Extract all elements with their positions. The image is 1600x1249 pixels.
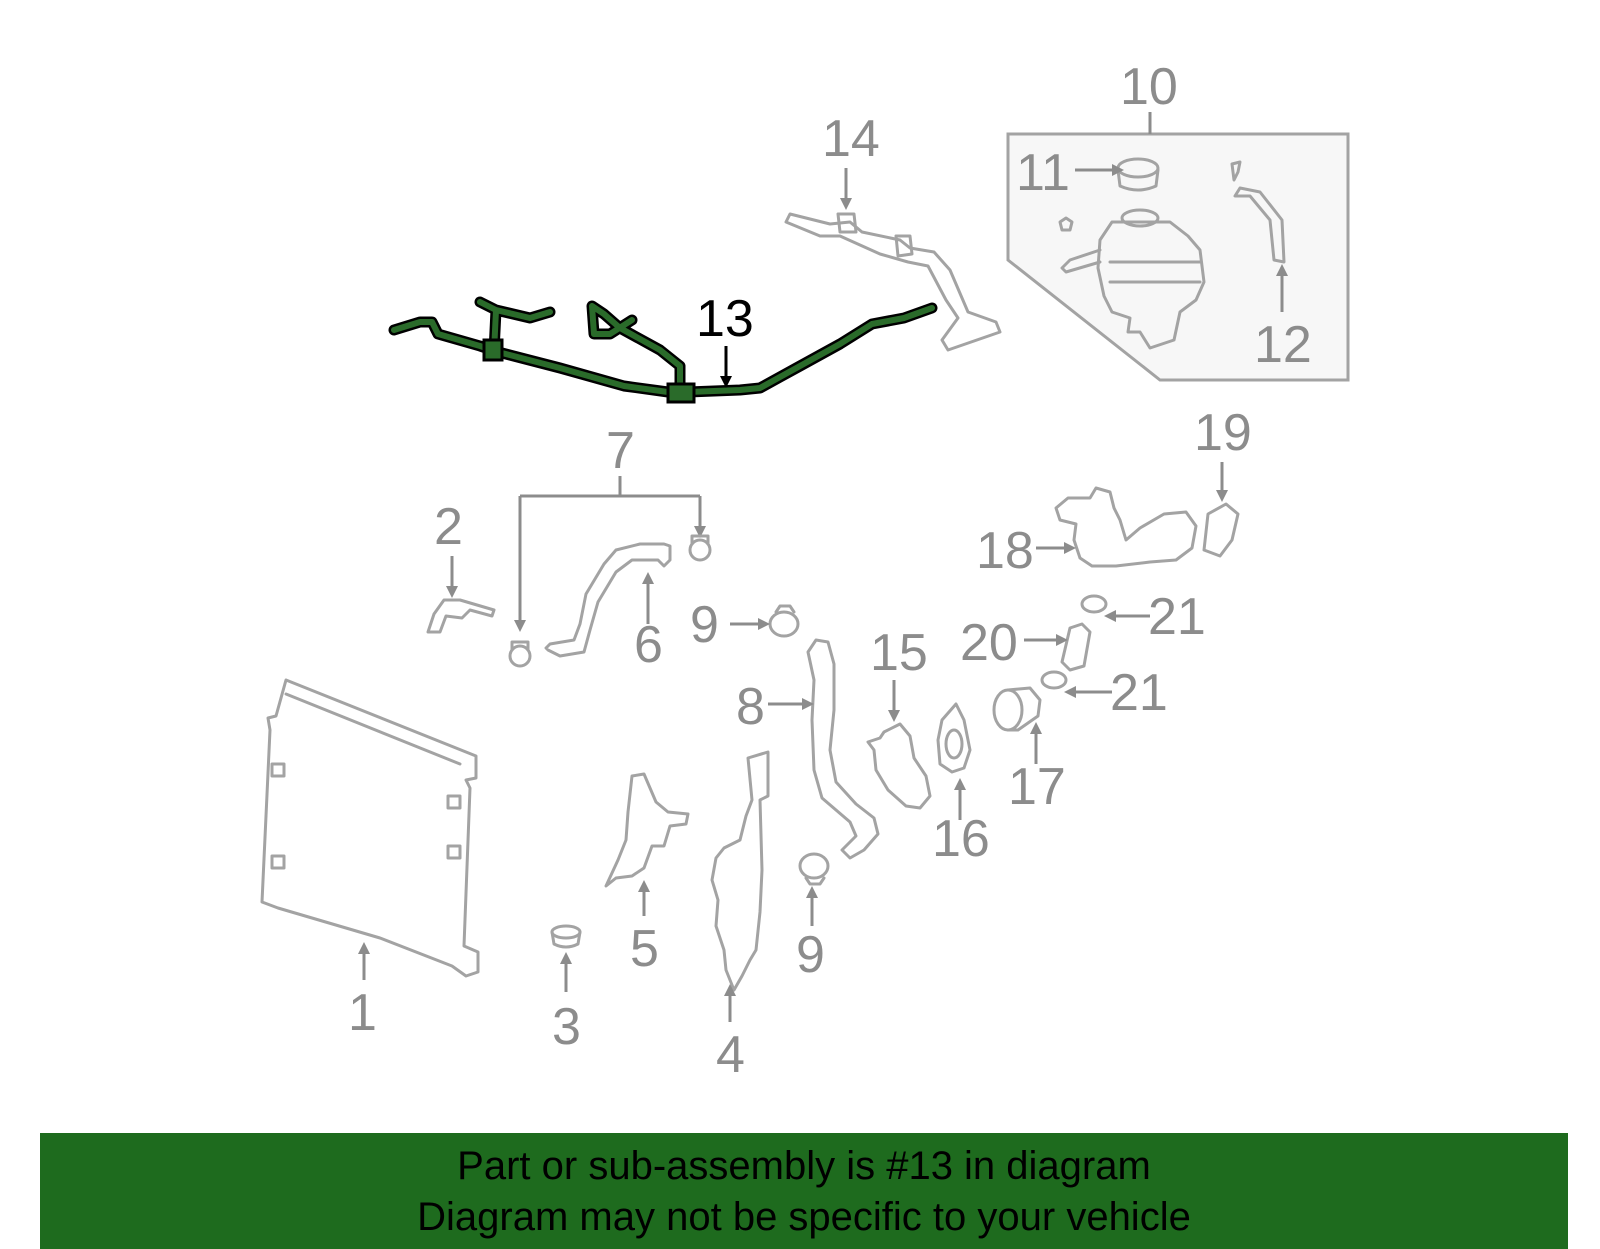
callout-19: 19 [1194,404,1252,462]
callout-21-upper: 21 [1148,588,1206,646]
outlet-gasket [1202,462,1240,558]
hose-bracket [426,556,496,634]
hose-clamp-21-upper [1080,594,1150,622]
callout-15: 15 [870,624,928,682]
callout-18: 18 [976,522,1034,580]
thermostat-gasket [936,702,972,820]
callout-1: 1 [348,984,377,1042]
highlighted-heater-hose-13 [388,296,938,404]
coolant-reservoir [1058,208,1206,350]
hose-clamp-21-lower [1040,670,1112,698]
thermostat-housing [866,680,932,810]
radiator-hose-lower [768,638,880,860]
air-baffle-right [710,750,770,1022]
drain-plug [550,924,582,992]
callout-21-lower: 21 [1110,664,1168,722]
callout-2: 2 [434,498,463,556]
callout-14: 14 [822,110,880,168]
callout-7: 7 [606,422,635,480]
callout-5: 5 [630,920,659,978]
coolant-pipe [784,168,1002,352]
callout-9-lower: 9 [796,926,825,984]
clamp-group-bracket [514,476,706,632]
callout-17: 17 [1008,758,1066,816]
thermostat [992,686,1042,764]
radiator [260,678,480,980]
callout-10: 10 [1120,58,1178,116]
radiator-hose-upper [508,534,712,668]
info-banner: Part or sub-assembly is #13 in diagram D… [40,1133,1568,1249]
hose-clamp-lower [798,852,830,926]
callout-4: 4 [716,1026,745,1084]
callout-20: 20 [960,614,1018,672]
callout-8: 8 [736,678,765,736]
callout-9-upper: 9 [690,596,719,654]
callout-11: 11 [1016,144,1070,202]
reservoir-hose [1230,160,1288,312]
hose-clamp-upper [730,604,800,638]
air-baffle-left [604,772,690,916]
callout-12: 12 [1254,316,1312,374]
callout-6: 6 [634,616,663,674]
callout-16: 16 [932,810,990,868]
water-outlet [1036,486,1198,568]
banner-line-part-number: Part or sub-assembly is #13 in diagram [457,1144,1151,1188]
callout-3: 3 [552,998,581,1056]
banner-line-disclaimer: Diagram may not be specific to your vehi… [417,1195,1191,1239]
callout-13: 13 [696,290,754,348]
reservoir-cap [1075,157,1160,192]
bypass-hose [1024,622,1092,672]
